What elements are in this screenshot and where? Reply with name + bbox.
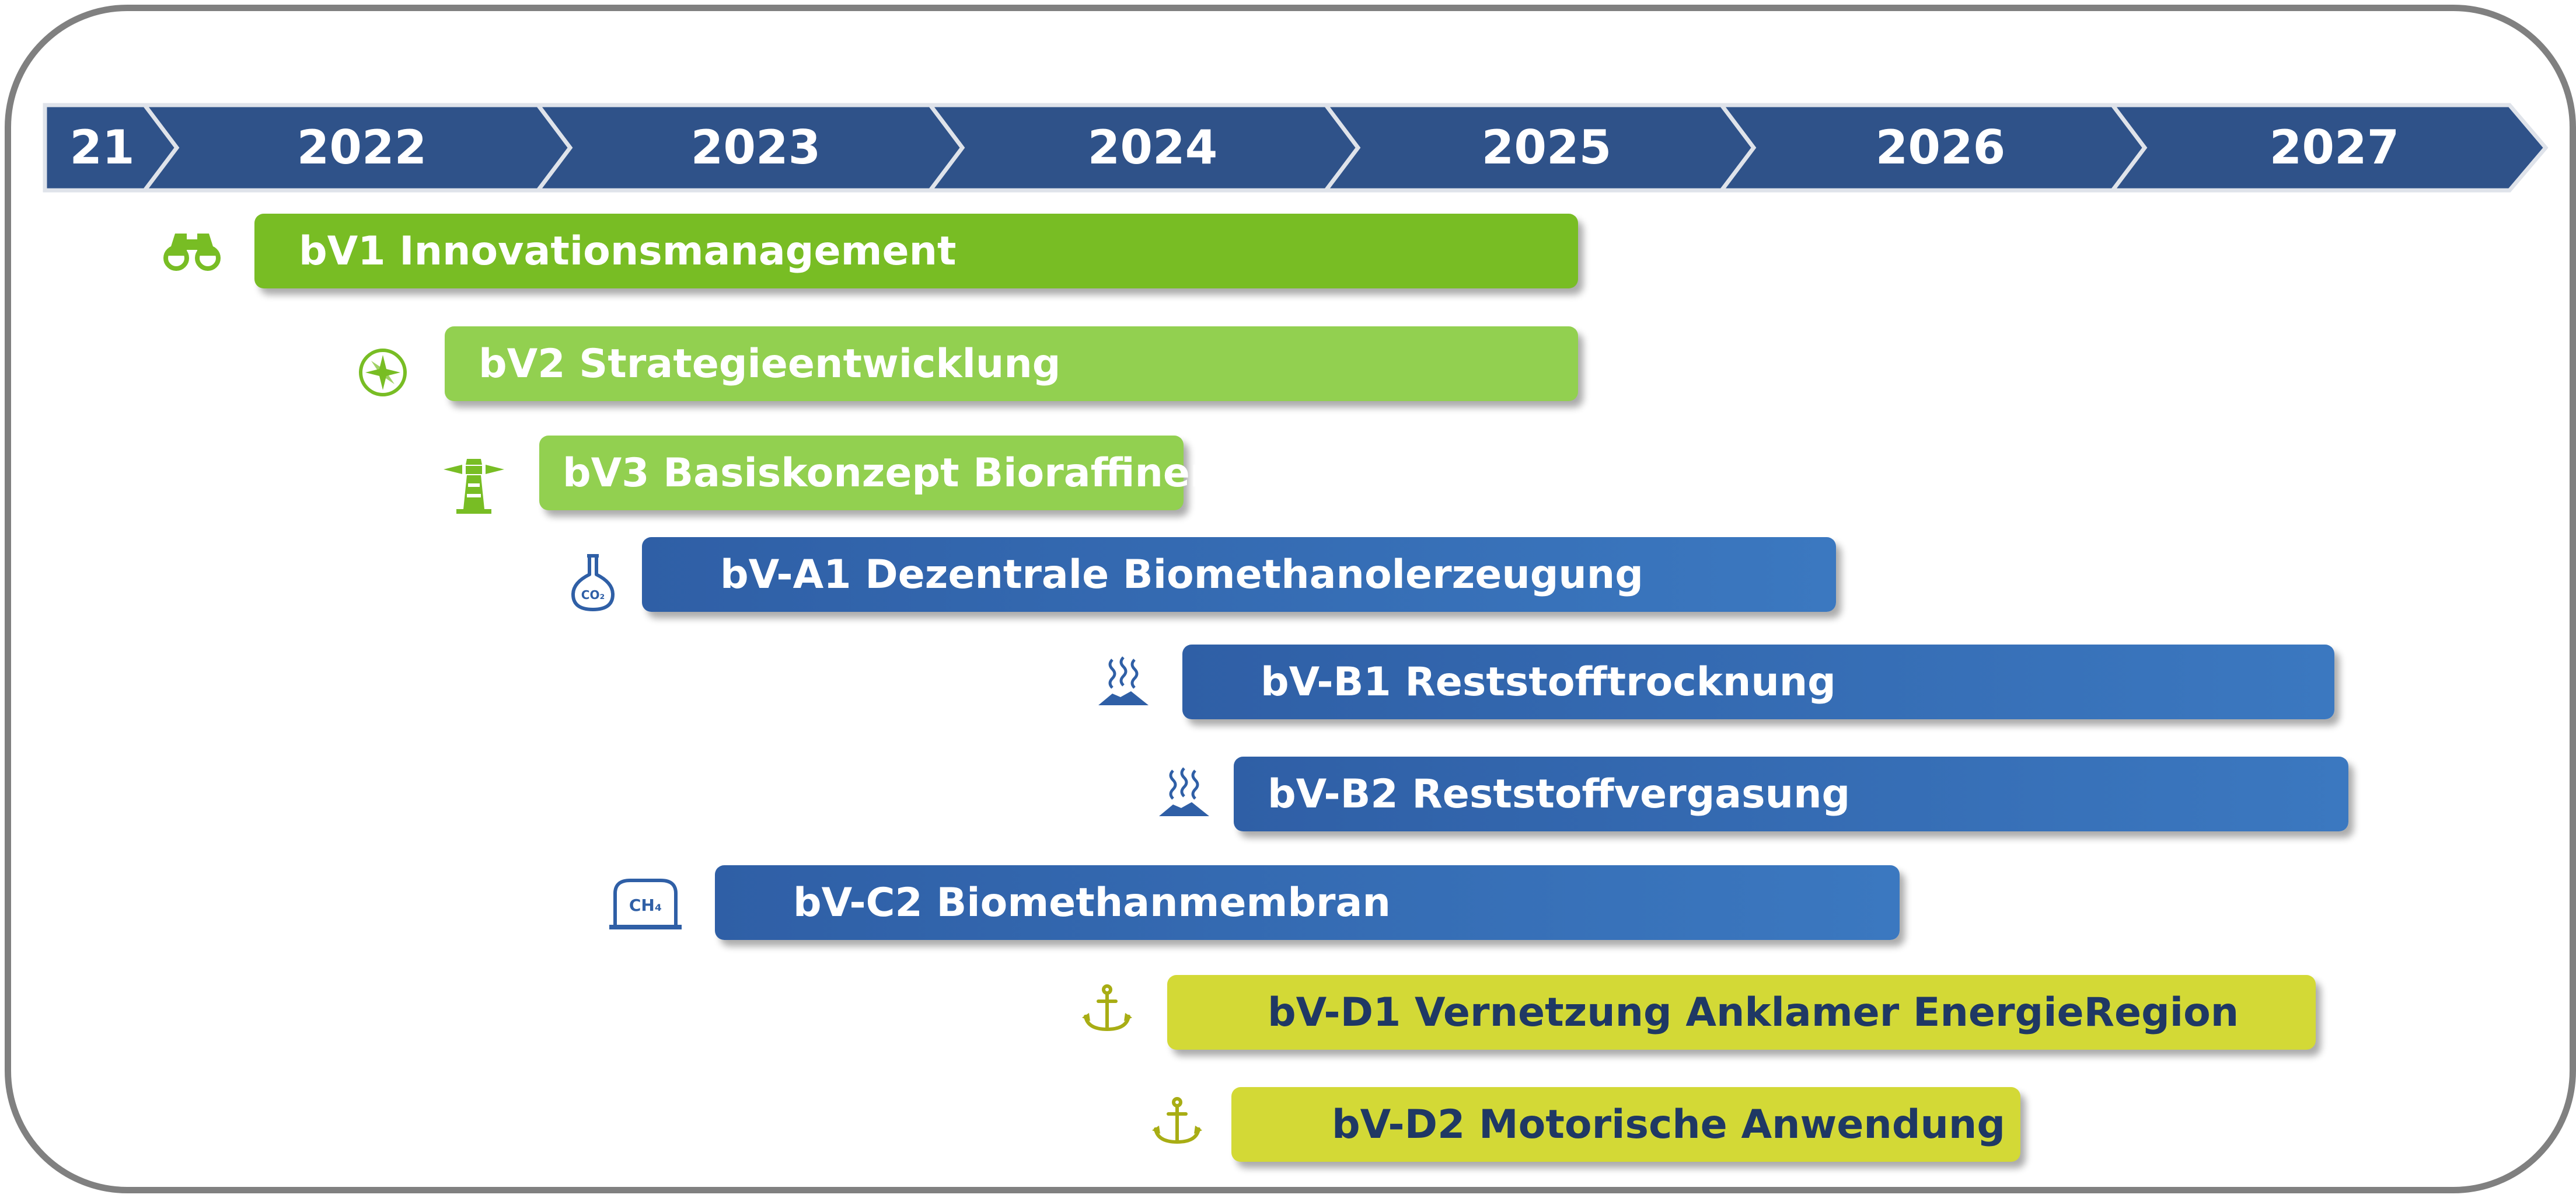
ch4-label: CH₄: [629, 896, 662, 915]
ch4-tank-icon: CH₄: [609, 879, 682, 929]
project-bar-bv3: bV3 Basiskonzept Bioraffinerie: [539, 436, 1250, 510]
co2-flask-icon: CO₂: [571, 554, 615, 611]
steaming-heap-icon: [1159, 767, 1209, 816]
binoculars-icon: [163, 234, 221, 271]
steaming-heap-icon: [1098, 656, 1149, 705]
year-label-2026: 2026: [1875, 120, 2006, 175]
compass-icon: [359, 349, 407, 396]
project-bar-bv-c2: bV-C2 Biomethanmembran: [715, 865, 1900, 940]
year-label-2021: 21: [69, 120, 135, 175]
year-label-2022: 2022: [296, 120, 427, 175]
project-label: bV-D1 Vernetzung Anklamer EnergieRegion: [1268, 989, 2239, 1036]
year-label-2024: 2024: [1087, 120, 1218, 175]
anchor-icon: [1082, 984, 1132, 1032]
project-label: bV1 Innovationsmanagement: [299, 228, 957, 274]
project-bar-bv-a1: bV-A1 Dezentrale Biomethanolerzeugung: [642, 537, 1836, 612]
project-label: bV-B2 Reststoffvergasung: [1268, 771, 1851, 817]
lighthouse-icon: [444, 459, 504, 514]
co2-label: CO₂: [581, 588, 605, 602]
year-label-2027: 2027: [2269, 120, 2400, 175]
project-label: bV-A1 Dezentrale Biomethanolerzeugung: [720, 551, 1643, 598]
anchor-icon: [1152, 1097, 1202, 1144]
year-label-2023: 2023: [690, 120, 821, 175]
year-label-2025: 2025: [1481, 120, 1612, 175]
project-bar-bv1: bV1 Innovationsmanagement: [254, 214, 1578, 288]
project-bar-bv2: bV2 Strategieentwicklung: [445, 326, 1578, 401]
project-label: bV-B1 Reststofftrocknung: [1261, 659, 1836, 705]
project-bar-bv-d1: bV-D1 Vernetzung Anklamer EnergieRegion: [1167, 975, 2316, 1050]
project-label: bV-C2 Biomethanmembran: [793, 879, 1391, 926]
project-label: bV-D2 Motorische Anwendung: [1332, 1101, 2006, 1148]
project-bar-bv-b2: bV-B2 Reststoffvergasung: [1234, 757, 2348, 831]
project-bar-bv-b1: bV-B1 Reststofftrocknung: [1182, 645, 2334, 719]
project-bar-bv-d2: bV-D2 Motorische Anwendung: [1231, 1087, 2020, 1162]
project-label: bV3 Basiskonzept Bioraffinerie: [563, 450, 1250, 496]
project-label: bV2 Strategieentwicklung: [479, 340, 1061, 387]
